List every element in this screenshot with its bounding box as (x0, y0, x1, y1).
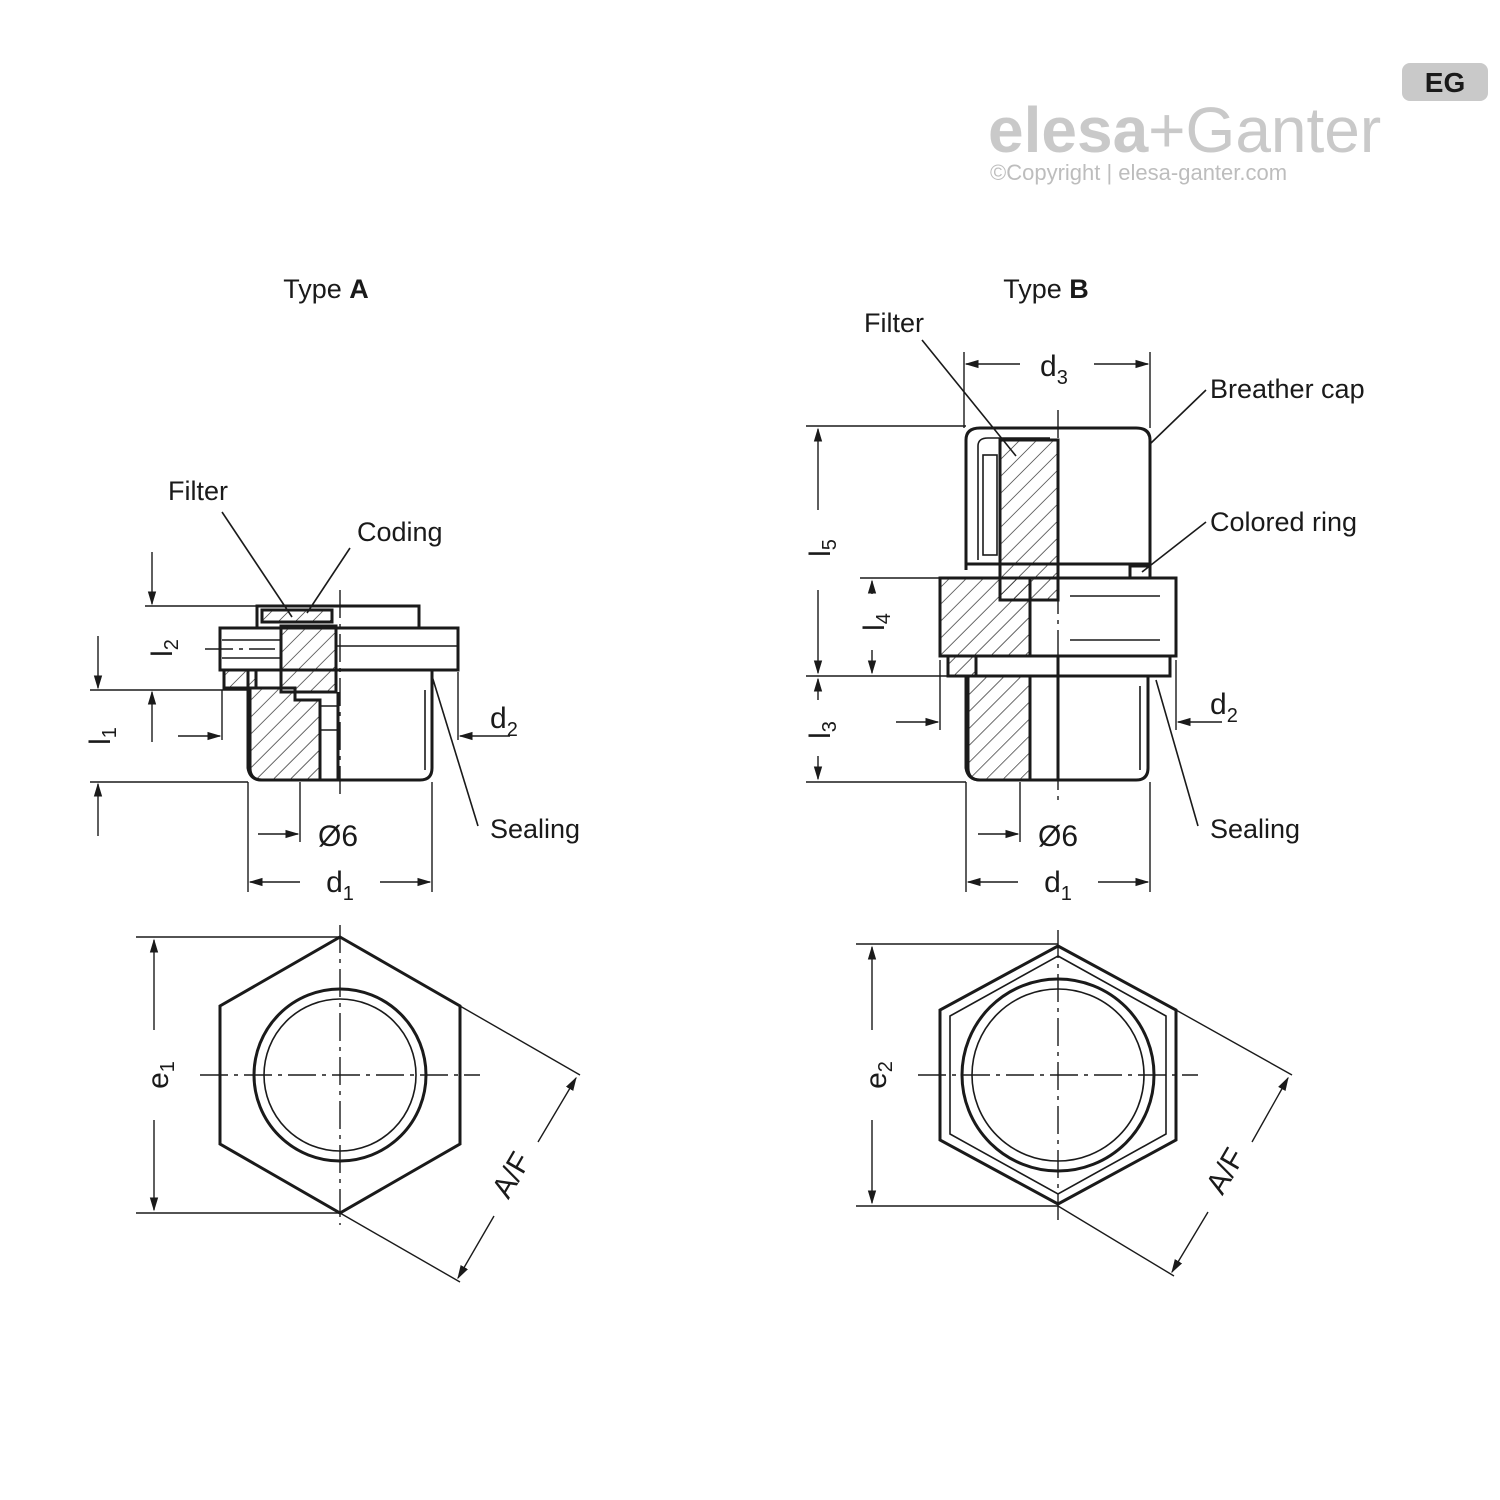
type-a-af-dim: A/F (486, 1147, 538, 1204)
svg-text:elesa+Ganter: elesa+Ganter (988, 94, 1381, 166)
type-a-title: Type A (283, 274, 369, 304)
type-b-phi6-dim: Ø6 (1038, 820, 1078, 853)
type-b-d2-dim: d2 (1210, 688, 1238, 727)
type-b-sealing-label: Sealing (1210, 814, 1300, 844)
type-b-l3-dim: l3 (804, 721, 841, 739)
type-b-d3-dim: d3 (1040, 350, 1068, 389)
type-a-d2-dim: d2 (490, 702, 518, 741)
logo-brand-part1: elesa (988, 94, 1149, 166)
type-a-filter-label: Filter (168, 476, 228, 506)
type-b-af-dim: A/F (1200, 1143, 1252, 1200)
logo-copyright: ©Copyright | elesa-ganter.com (990, 160, 1287, 185)
type-b-breather-cap-label: Breather cap (1210, 374, 1365, 404)
type-a-coding-label: Coding (357, 517, 443, 547)
type-b-l5-dim: l5 (804, 539, 841, 557)
type-b-colored-ring-label: Colored ring (1210, 507, 1357, 537)
logo-badge-box (1402, 63, 1488, 101)
type-a-drawing: Type A (84, 274, 581, 1283)
logo-badge-text: EG (1425, 67, 1465, 98)
type-b-title: Type B (1003, 274, 1089, 304)
type-b-filter-label: Filter (864, 308, 924, 338)
type-a-sealing-label: Sealing (490, 814, 580, 844)
type-b-d1-dim: d1 (1044, 866, 1072, 905)
type-b-drawing: Type B Filter Breather (804, 274, 1365, 1277)
type-a-d1-dim: d1 (326, 866, 354, 905)
type-a-l1-dim: l1 (84, 727, 121, 745)
type-a-hex-view (200, 925, 480, 1225)
type-b-e2-dim: e2 (860, 1061, 897, 1089)
type-a-e1-dim: e1 (142, 1061, 179, 1089)
logo-brand-plus: + (1148, 94, 1185, 166)
type-a-section-view (205, 590, 460, 800)
type-b-hex-view (918, 930, 1198, 1220)
type-a-phi6-dim: Ø6 (318, 820, 358, 853)
type-a-l2-dim: l2 (146, 639, 183, 657)
brand-logo: elesa+Ganter EG ©Copyright | elesa-gante… (988, 63, 1488, 185)
logo-brand-part2: Ganter (1186, 94, 1382, 166)
type-b-section-view (938, 410, 1178, 800)
type-b-l4-dim: l4 (858, 613, 895, 631)
